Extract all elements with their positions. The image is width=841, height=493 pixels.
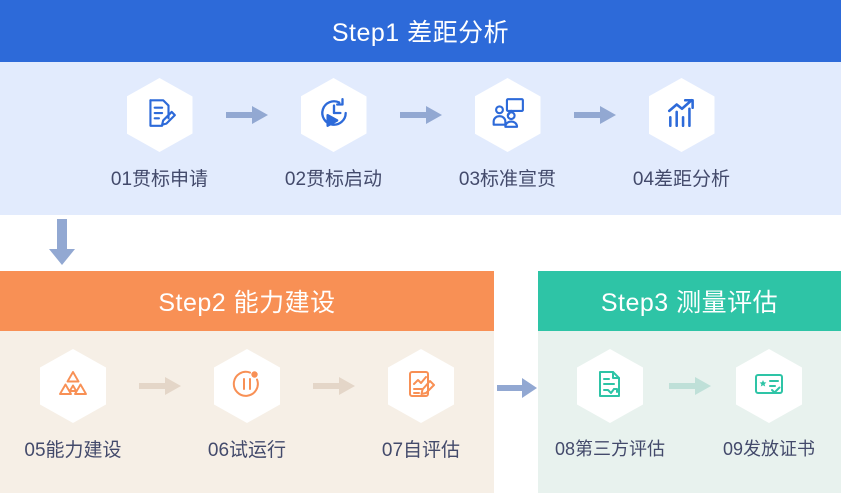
- hexagon-badge: [388, 349, 454, 423]
- document-report-icon: [594, 368, 626, 405]
- connector-step2-to-step3: [496, 375, 538, 405]
- document-edit-icon: [143, 96, 177, 135]
- node-03-standard-promotion[interactable]: 03标准宣贯: [449, 78, 567, 191]
- bar-chart-trend-icon: [665, 96, 699, 135]
- node-09-certificate-issuance[interactable]: 09发放证书: [718, 349, 821, 461]
- node-label: 04差距分析: [632, 169, 731, 190]
- step1-title: Step1 差距分析: [331, 19, 510, 47]
- step3-node-row: 08第三方评估: [538, 331, 841, 493]
- hexagon-badge: [214, 349, 280, 423]
- step1-body: 01贯标申请: [0, 62, 841, 215]
- node-label: 01贯标申请: [110, 169, 209, 190]
- step3-body: 08第三方评估: [538, 331, 841, 493]
- node-07-self-assessment[interactable]: 07自评估: [362, 349, 480, 462]
- arrow-down-icon: [49, 218, 75, 270]
- step3-title: Step3 测量评估: [600, 289, 779, 317]
- triangles-icon: [57, 368, 89, 405]
- hexagon-badge: [300, 78, 367, 152]
- hexagon-badge: [577, 349, 643, 423]
- step2-panel: Step2 能力建设 05能力建设: [0, 271, 494, 493]
- node-label: 07自评估: [381, 440, 461, 461]
- arrow-right-icon: [567, 78, 623, 152]
- step1-node-row: 01贯标申请: [0, 62, 841, 215]
- arrow-right-icon: [132, 349, 188, 423]
- arrow-right-icon: [306, 349, 362, 423]
- node-label: 09发放证书: [722, 439, 816, 459]
- certificate-check-icon: [753, 368, 785, 405]
- arrow-right-icon: [497, 377, 537, 403]
- node-08-third-party-assessment[interactable]: 08第三方评估: [555, 349, 665, 461]
- step1-header: Step1 差距分析: [0, 0, 841, 62]
- node-02-kickoff[interactable]: 02贯标启动: [275, 78, 393, 191]
- node-06-trial-run[interactable]: 06试运行: [188, 349, 306, 462]
- step1-panel: Step1 差距分析 01贯标申: [0, 0, 841, 215]
- node-01-application[interactable]: 01贯标申请: [101, 78, 219, 191]
- node-label: 08第三方评估: [554, 439, 666, 459]
- hexagon-badge: [736, 349, 802, 423]
- node-label: 02贯标启动: [284, 169, 383, 190]
- step3-header: Step3 测量评估: [538, 271, 841, 331]
- step2-node-row: 05能力建设: [0, 331, 494, 493]
- node-label: 03标准宣贯: [458, 169, 557, 190]
- node-05-capability-building[interactable]: 05能力建设: [14, 349, 132, 462]
- arrow-right-icon: [219, 78, 275, 152]
- step3-panel: Step3 测量评估 08第三方: [538, 271, 841, 493]
- hexagon-badge: [40, 349, 106, 423]
- node-04-gap-analysis[interactable]: 04差距分析: [623, 78, 741, 191]
- hexagon-badge: [474, 78, 541, 152]
- arrow-right-icon: [393, 78, 449, 152]
- node-label: 05能力建设: [24, 440, 122, 461]
- pause-circle-icon: [231, 368, 263, 405]
- node-label: 06试运行: [207, 440, 287, 461]
- hexagon-badge: [126, 78, 193, 152]
- training-presentation-icon: [491, 96, 525, 135]
- connector-step1-to-step2: [44, 218, 80, 270]
- step2-title: Step2 能力建设: [158, 289, 336, 317]
- clipboard-chart-edit-icon: [405, 368, 437, 405]
- arrow-right-icon: [662, 349, 718, 423]
- hexagon-badge: [648, 78, 715, 152]
- step2-header: Step2 能力建设: [0, 271, 494, 331]
- clock-play-icon: [317, 96, 351, 135]
- step2-body: 05能力建设: [0, 331, 494, 493]
